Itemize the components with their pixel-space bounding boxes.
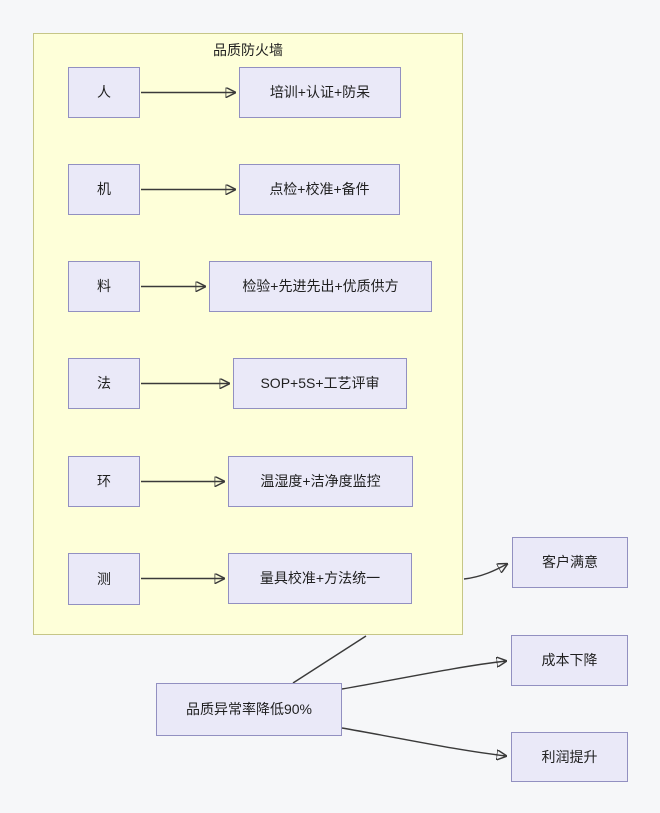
measure-box-1: 培训+认证+防呆 [239, 67, 401, 118]
factor-label-6: 测 [97, 570, 111, 587]
factor-label-4: 法 [97, 375, 111, 392]
connector-outcome-to-firewall [292, 635, 367, 684]
factor-label-2: 机 [97, 181, 111, 198]
measure-label-3: 检验+先进先出+优质供方 [242, 278, 399, 295]
measure-box-2: 点检+校准+备件 [239, 164, 400, 215]
factor-label-1: 人 [97, 84, 111, 101]
connector-outcome-to-cost [341, 661, 506, 690]
connector-outcome-to-profit [341, 727, 506, 756]
result-box-customer: 客户满意 [512, 537, 628, 588]
result-box-cost: 成本下降 [511, 635, 628, 686]
measure-box-5: 温湿度+洁净度监控 [228, 456, 413, 507]
factor-box-5: 环 [68, 456, 140, 507]
measure-label-2: 点检+校准+备件 [269, 181, 370, 198]
firewall-container: 品质防火墙 [33, 33, 463, 635]
firewall-title: 品质防火墙 [213, 42, 283, 58]
result-box-profit: 利润提升 [511, 732, 628, 782]
measure-label-6: 量具校准+方法统一 [259, 570, 381, 587]
measure-box-4: SOP+5S+工艺评审 [233, 358, 407, 409]
result-label-customer: 客户满意 [542, 554, 598, 571]
connector-firewall-to-customer [463, 564, 507, 580]
result-label-profit: 利润提升 [541, 748, 598, 765]
factor-box-1: 人 [68, 67, 140, 118]
factor-label-3: 料 [97, 278, 111, 295]
outcome-label: 品质异常率降低90% [185, 701, 313, 718]
measure-label-4: SOP+5S+工艺评审 [260, 375, 380, 392]
factor-box-2: 机 [68, 164, 140, 215]
factor-box-6: 测 [68, 553, 140, 605]
factor-box-4: 法 [68, 358, 140, 409]
factor-box-3: 料 [68, 261, 140, 312]
measure-box-6: 量具校准+方法统一 [228, 553, 412, 604]
result-label-cost: 成本下降 [541, 652, 598, 669]
measure-box-3: 检验+先进先出+优质供方 [209, 261, 432, 312]
factor-label-5: 环 [97, 473, 111, 490]
measure-label-5: 温湿度+洁净度监控 [260, 473, 381, 490]
outcome-box: 品质异常率降低90% [156, 683, 342, 736]
measure-label-1: 培训+认证+防呆 [269, 84, 371, 101]
